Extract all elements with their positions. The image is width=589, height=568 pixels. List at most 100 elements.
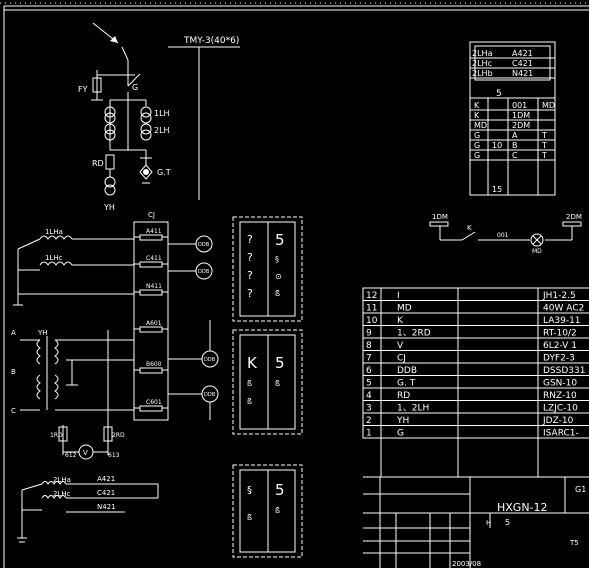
- gt-label: G.T: [157, 168, 171, 177]
- box2-mid: K: [247, 354, 258, 372]
- equipment-type: ISARC1-: [543, 429, 579, 439]
- aux-cell: 1DM: [512, 111, 530, 120]
- equipment-sym: K: [397, 316, 404, 326]
- ct-c-label: 1LHc: [45, 254, 63, 262]
- equipment-type: DSSD331: [543, 366, 585, 376]
- terminal-link: [139, 234, 163, 241]
- box1-big: 5: [275, 231, 285, 249]
- lh1-label: 1LH: [154, 109, 170, 118]
- equipment-no: 5: [366, 379, 372, 389]
- equipment-no: 7: [366, 354, 372, 364]
- equipment-type: LZJC-10: [543, 404, 578, 414]
- title-t5: T5: [569, 539, 579, 547]
- equipment-sym: DDB: [397, 366, 417, 376]
- equipment-type: RT-10/2: [543, 329, 577, 339]
- aux-top-right: A421: [512, 49, 533, 58]
- aux-cell: T: [541, 141, 547, 150]
- ct2-c-label: 2LHc: [53, 490, 71, 498]
- g-label: G: [132, 83, 138, 92]
- r2-label: 2RD: [112, 432, 125, 439]
- control-circuit: 1DM 2DM K 001 MD: [429, 213, 582, 255]
- yh-label: YH: [103, 203, 115, 212]
- title-num5: 5: [505, 518, 510, 527]
- terminal-link: [139, 289, 163, 296]
- aux-cell: K: [474, 111, 480, 120]
- aux-cell: A: [512, 131, 518, 140]
- output-label: A421: [97, 475, 115, 483]
- equipment-no: 12: [366, 291, 377, 301]
- box1-mark-4: ?: [247, 287, 253, 300]
- equipment-sym: G: [397, 429, 404, 439]
- output-label: N421: [97, 503, 116, 511]
- box2-small-1: ß: [247, 379, 252, 388]
- equipment-no: 2: [366, 416, 372, 426]
- n612-label: 612: [65, 452, 77, 459]
- equipment-sym: YH: [396, 416, 409, 426]
- box1-small-2: ⊙: [275, 272, 282, 281]
- device-box-3: § 5 ß ß: [232, 464, 303, 558]
- ct2-a-label: 2LHa: [53, 476, 71, 484]
- equipment-no: 11: [366, 304, 377, 314]
- box1-mark-2: ?: [247, 251, 253, 264]
- equipment-sym: MD: [397, 304, 412, 314]
- r1-label: 1RD: [50, 432, 63, 439]
- equipment-sym: RD: [397, 391, 410, 401]
- box2-big: 5: [275, 354, 285, 372]
- equipment-no: 9: [366, 329, 372, 339]
- terminal-link: [139, 367, 163, 374]
- aux-top-box: [474, 45, 551, 81]
- title-model-prefix: H: [486, 519, 491, 527]
- ddb-label: DDB: [198, 242, 210, 248]
- aux-cell: C: [512, 151, 518, 160]
- terminal-label: A411: [146, 228, 162, 235]
- pt-c-label: C: [11, 407, 16, 415]
- equipment-no: 3: [366, 404, 372, 414]
- terminal-link: [139, 405, 163, 412]
- aux-cell: T: [541, 151, 547, 160]
- terminal-block-title: CJ: [148, 211, 155, 219]
- aux-top-left: 2LHc: [472, 59, 492, 68]
- ct-a-label: 1LHa: [45, 228, 63, 236]
- box2-small-2: ß: [247, 397, 252, 406]
- box1-small-3: ß: [275, 289, 280, 298]
- equipment-type: 6L2-V 1: [543, 341, 577, 351]
- aux-cell: G: [474, 141, 480, 150]
- aux-bottom: 15: [492, 185, 502, 194]
- equipment-type: DYF2-3: [543, 354, 575, 364]
- terminal-label: A601: [146, 320, 162, 327]
- box3-small-2: ß: [275, 506, 280, 515]
- terminal-label: B600: [146, 361, 162, 368]
- title-block: G1 HXGN-12 5 T5 H 2003/08: [363, 476, 589, 568]
- equipment-sym: 1、2RD: [397, 329, 431, 339]
- dm2-label: 2DM: [566, 213, 582, 221]
- terminal-link: [139, 326, 163, 333]
- fy-label: FY: [78, 85, 88, 94]
- equipment-no: 4: [366, 391, 372, 401]
- title-main: HXGN-12: [497, 501, 548, 514]
- busbar-label: TMY-3(40*6): [183, 36, 239, 46]
- terminal-label: C411: [146, 255, 162, 262]
- equipment-sym: V: [397, 341, 404, 351]
- equipment-type: RNZ-10: [543, 391, 577, 401]
- box1-small-1: §: [275, 255, 279, 264]
- lh2-label: 2LH: [154, 126, 170, 135]
- aux-table-frame: [469, 41, 556, 196]
- rd-label: RD: [92, 159, 104, 168]
- aux-cell: G: [474, 151, 480, 160]
- device-box-1: 5 ? ? ? ? § ⊙ ß: [232, 216, 303, 322]
- box3-mid: §: [247, 485, 252, 496]
- aux-top-left: 2LHa: [472, 49, 493, 58]
- terminal-label: N411: [146, 283, 162, 290]
- equipment-no: 1: [366, 429, 372, 439]
- voltmeter-label: V: [83, 449, 88, 457]
- aux-cell: T: [541, 131, 547, 140]
- terminal-link: [139, 261, 163, 268]
- pt-yh-label: YH: [37, 329, 48, 337]
